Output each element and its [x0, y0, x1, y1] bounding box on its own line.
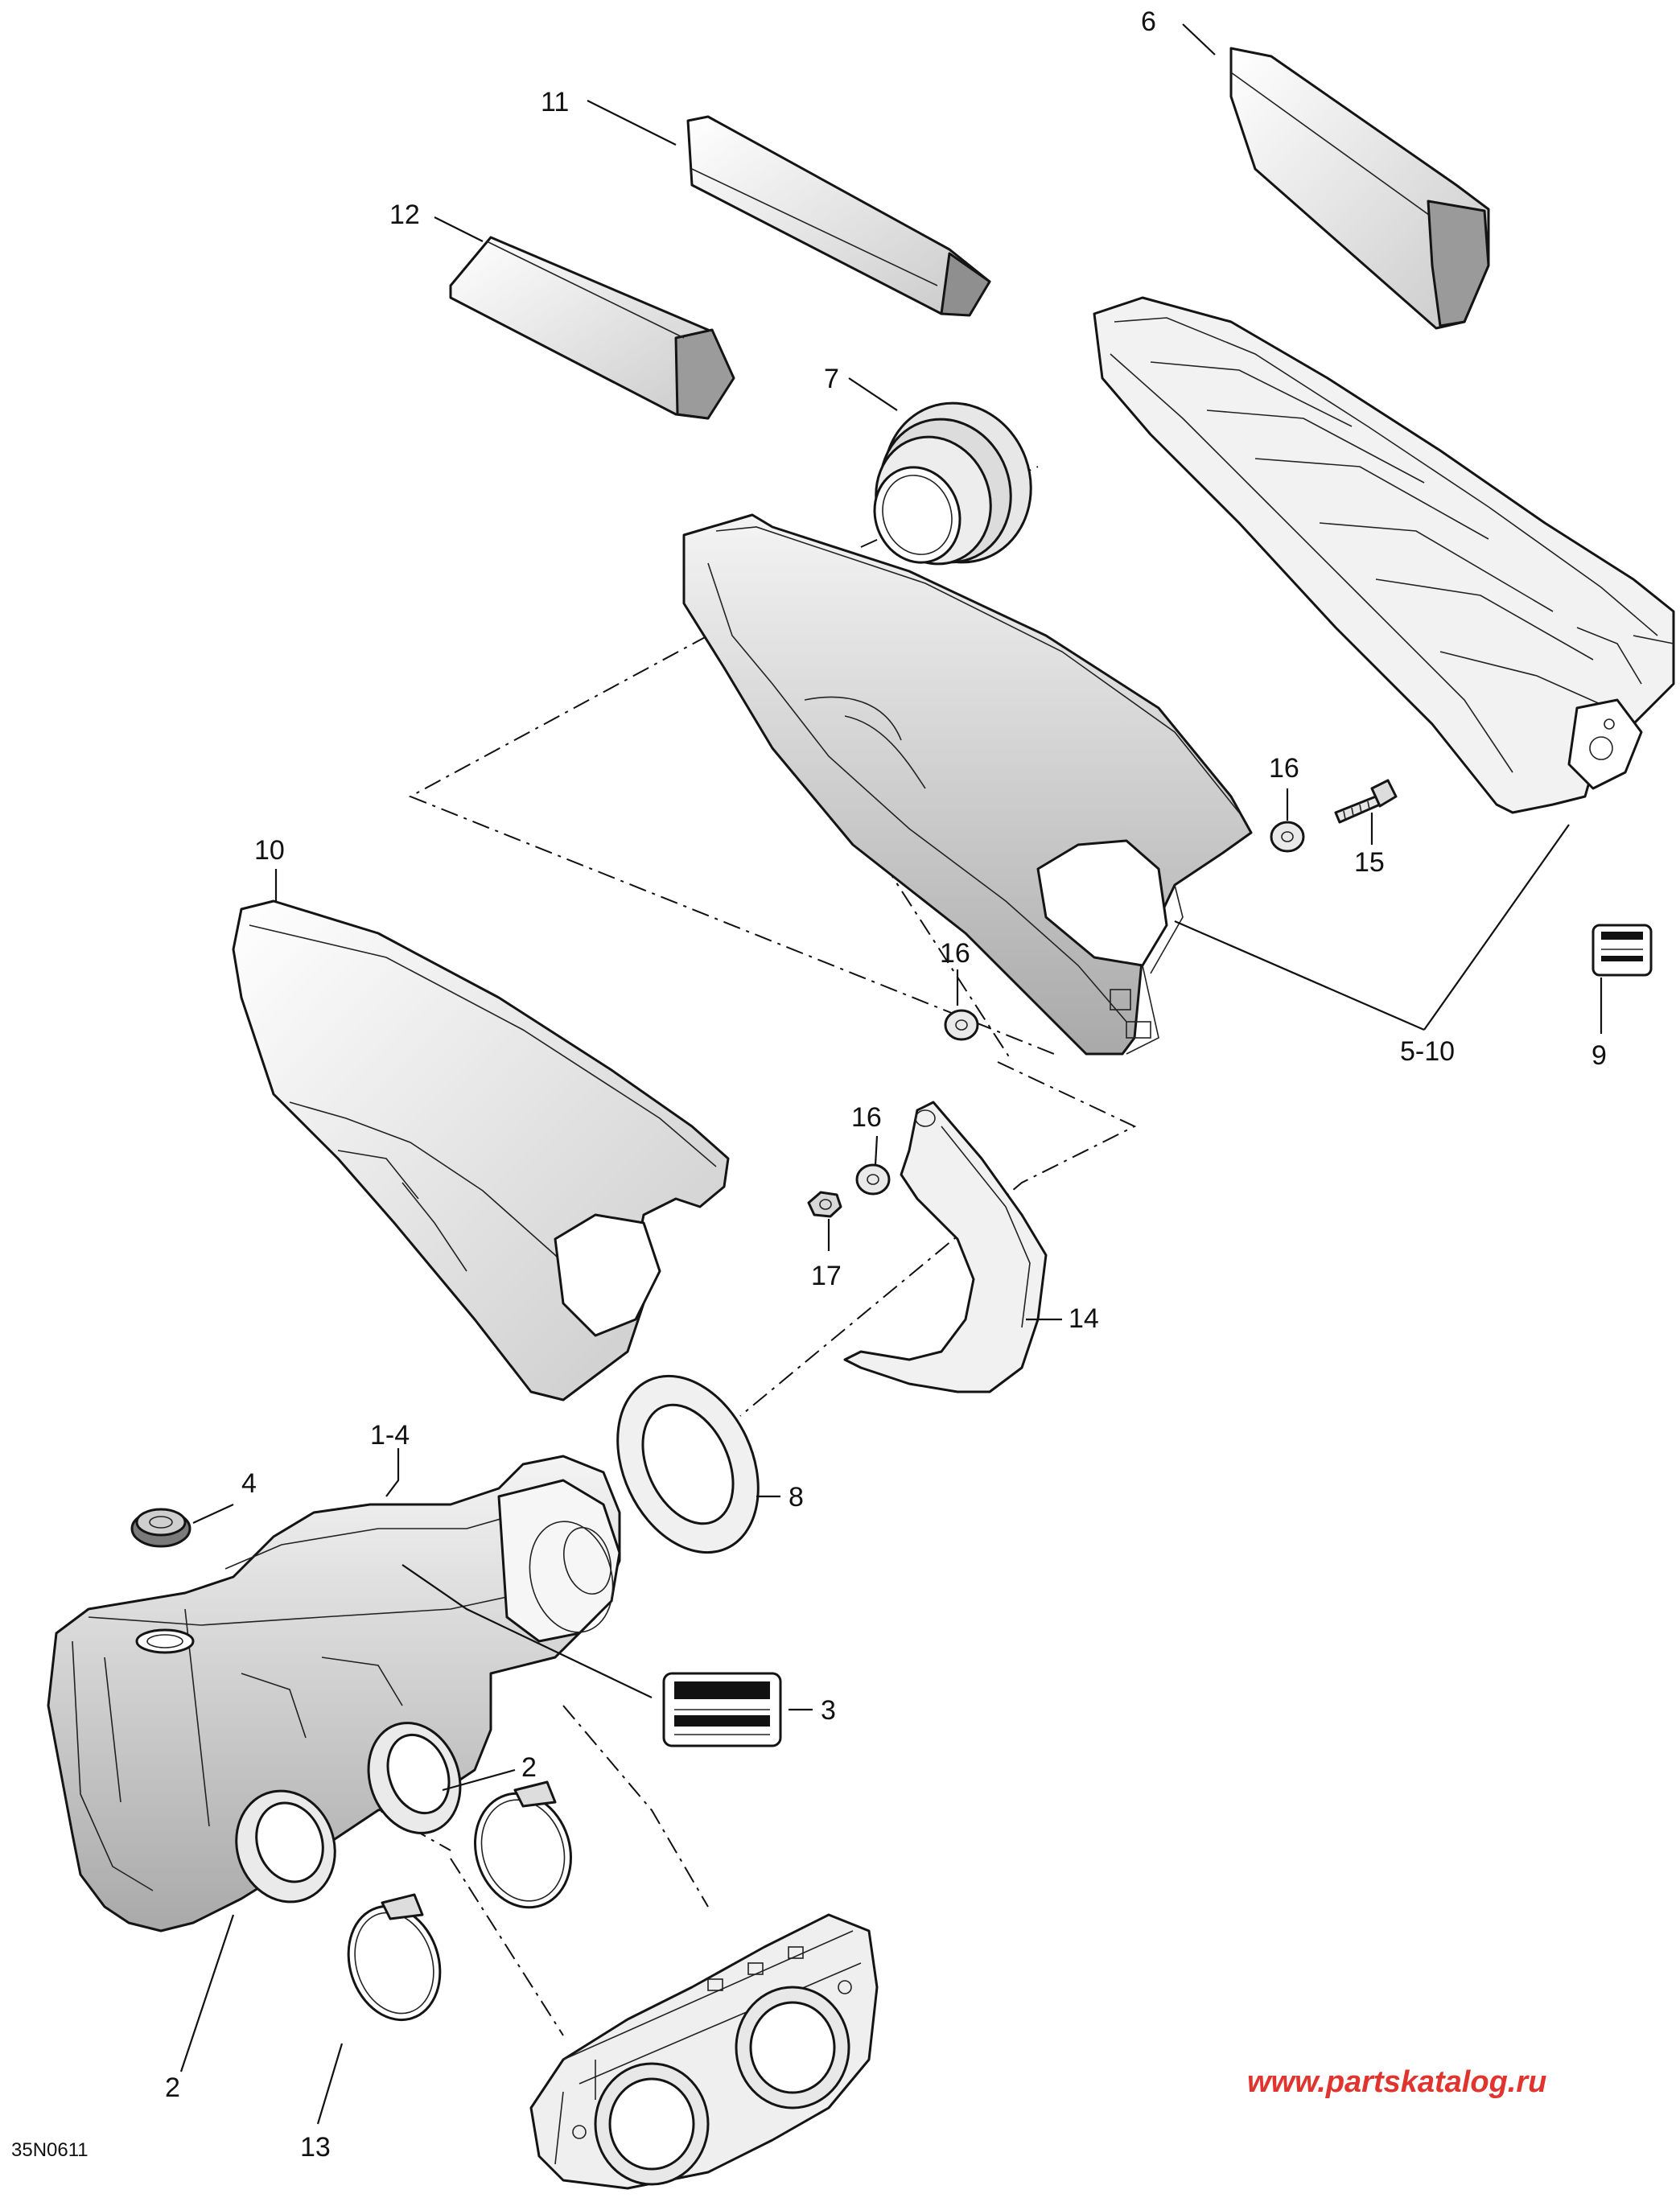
callout-15: 15 [1354, 847, 1385, 878]
watermark: www.partskatalog.ru [1247, 2065, 1546, 2099]
drawing-code: 35N0611 [11, 2139, 89, 2161]
part-10-inlet-duct [232, 899, 730, 1401]
callout-1-4: 1-4 [370, 1420, 410, 1451]
part-12-foam [449, 236, 735, 420]
part-8-gasket [616, 1374, 760, 1554]
callout-labels: 6 11 12 7 10 16 15 16 5-10 9 16 17 14 1-… [165, 6, 1607, 2163]
callout-13: 13 [300, 2132, 331, 2163]
callout-3: 3 [821, 1695, 836, 1726]
part-11-foam [686, 115, 991, 317]
callout-5-10: 5-10 [1400, 1036, 1455, 1067]
part-9-label [1591, 924, 1653, 977]
part-1-4-air-box [47, 1455, 621, 1932]
callout-17: 17 [811, 1261, 842, 1291]
part-4-grommet [130, 1508, 191, 1548]
callout-9: 9 [1591, 1040, 1607, 1071]
engine-carburetors [529, 1913, 879, 2190]
callout-16-lower: 16 [851, 1102, 882, 1133]
part-9-air-silencer-housing [1093, 296, 1675, 814]
callout-4: 4 [241, 1468, 257, 1499]
part-7-boot [873, 401, 1032, 566]
callout-8: 8 [789, 1482, 804, 1513]
callout-16-middle: 16 [940, 938, 970, 969]
callout-12: 12 [389, 200, 420, 230]
leader-lines [179, 23, 1603, 2125]
part-6-foam [1229, 47, 1490, 330]
part-14-bracket [843, 1101, 1048, 1393]
callout-14: 14 [1069, 1303, 1099, 1334]
part-5-10-silencer-cover [682, 513, 1253, 1056]
callout-11: 11 [541, 87, 569, 117]
part-3-label [662, 1672, 782, 1747]
callout-16-upper: 16 [1269, 753, 1299, 784]
callout-7: 7 [824, 364, 839, 394]
callout-2-right: 2 [521, 1752, 537, 1783]
callout-10: 10 [254, 835, 285, 866]
callout-6: 6 [1141, 6, 1156, 37]
hardware-small [807, 779, 1398, 1218]
hose-clamps [347, 1780, 572, 2022]
callout-2-left: 2 [165, 2072, 180, 2103]
